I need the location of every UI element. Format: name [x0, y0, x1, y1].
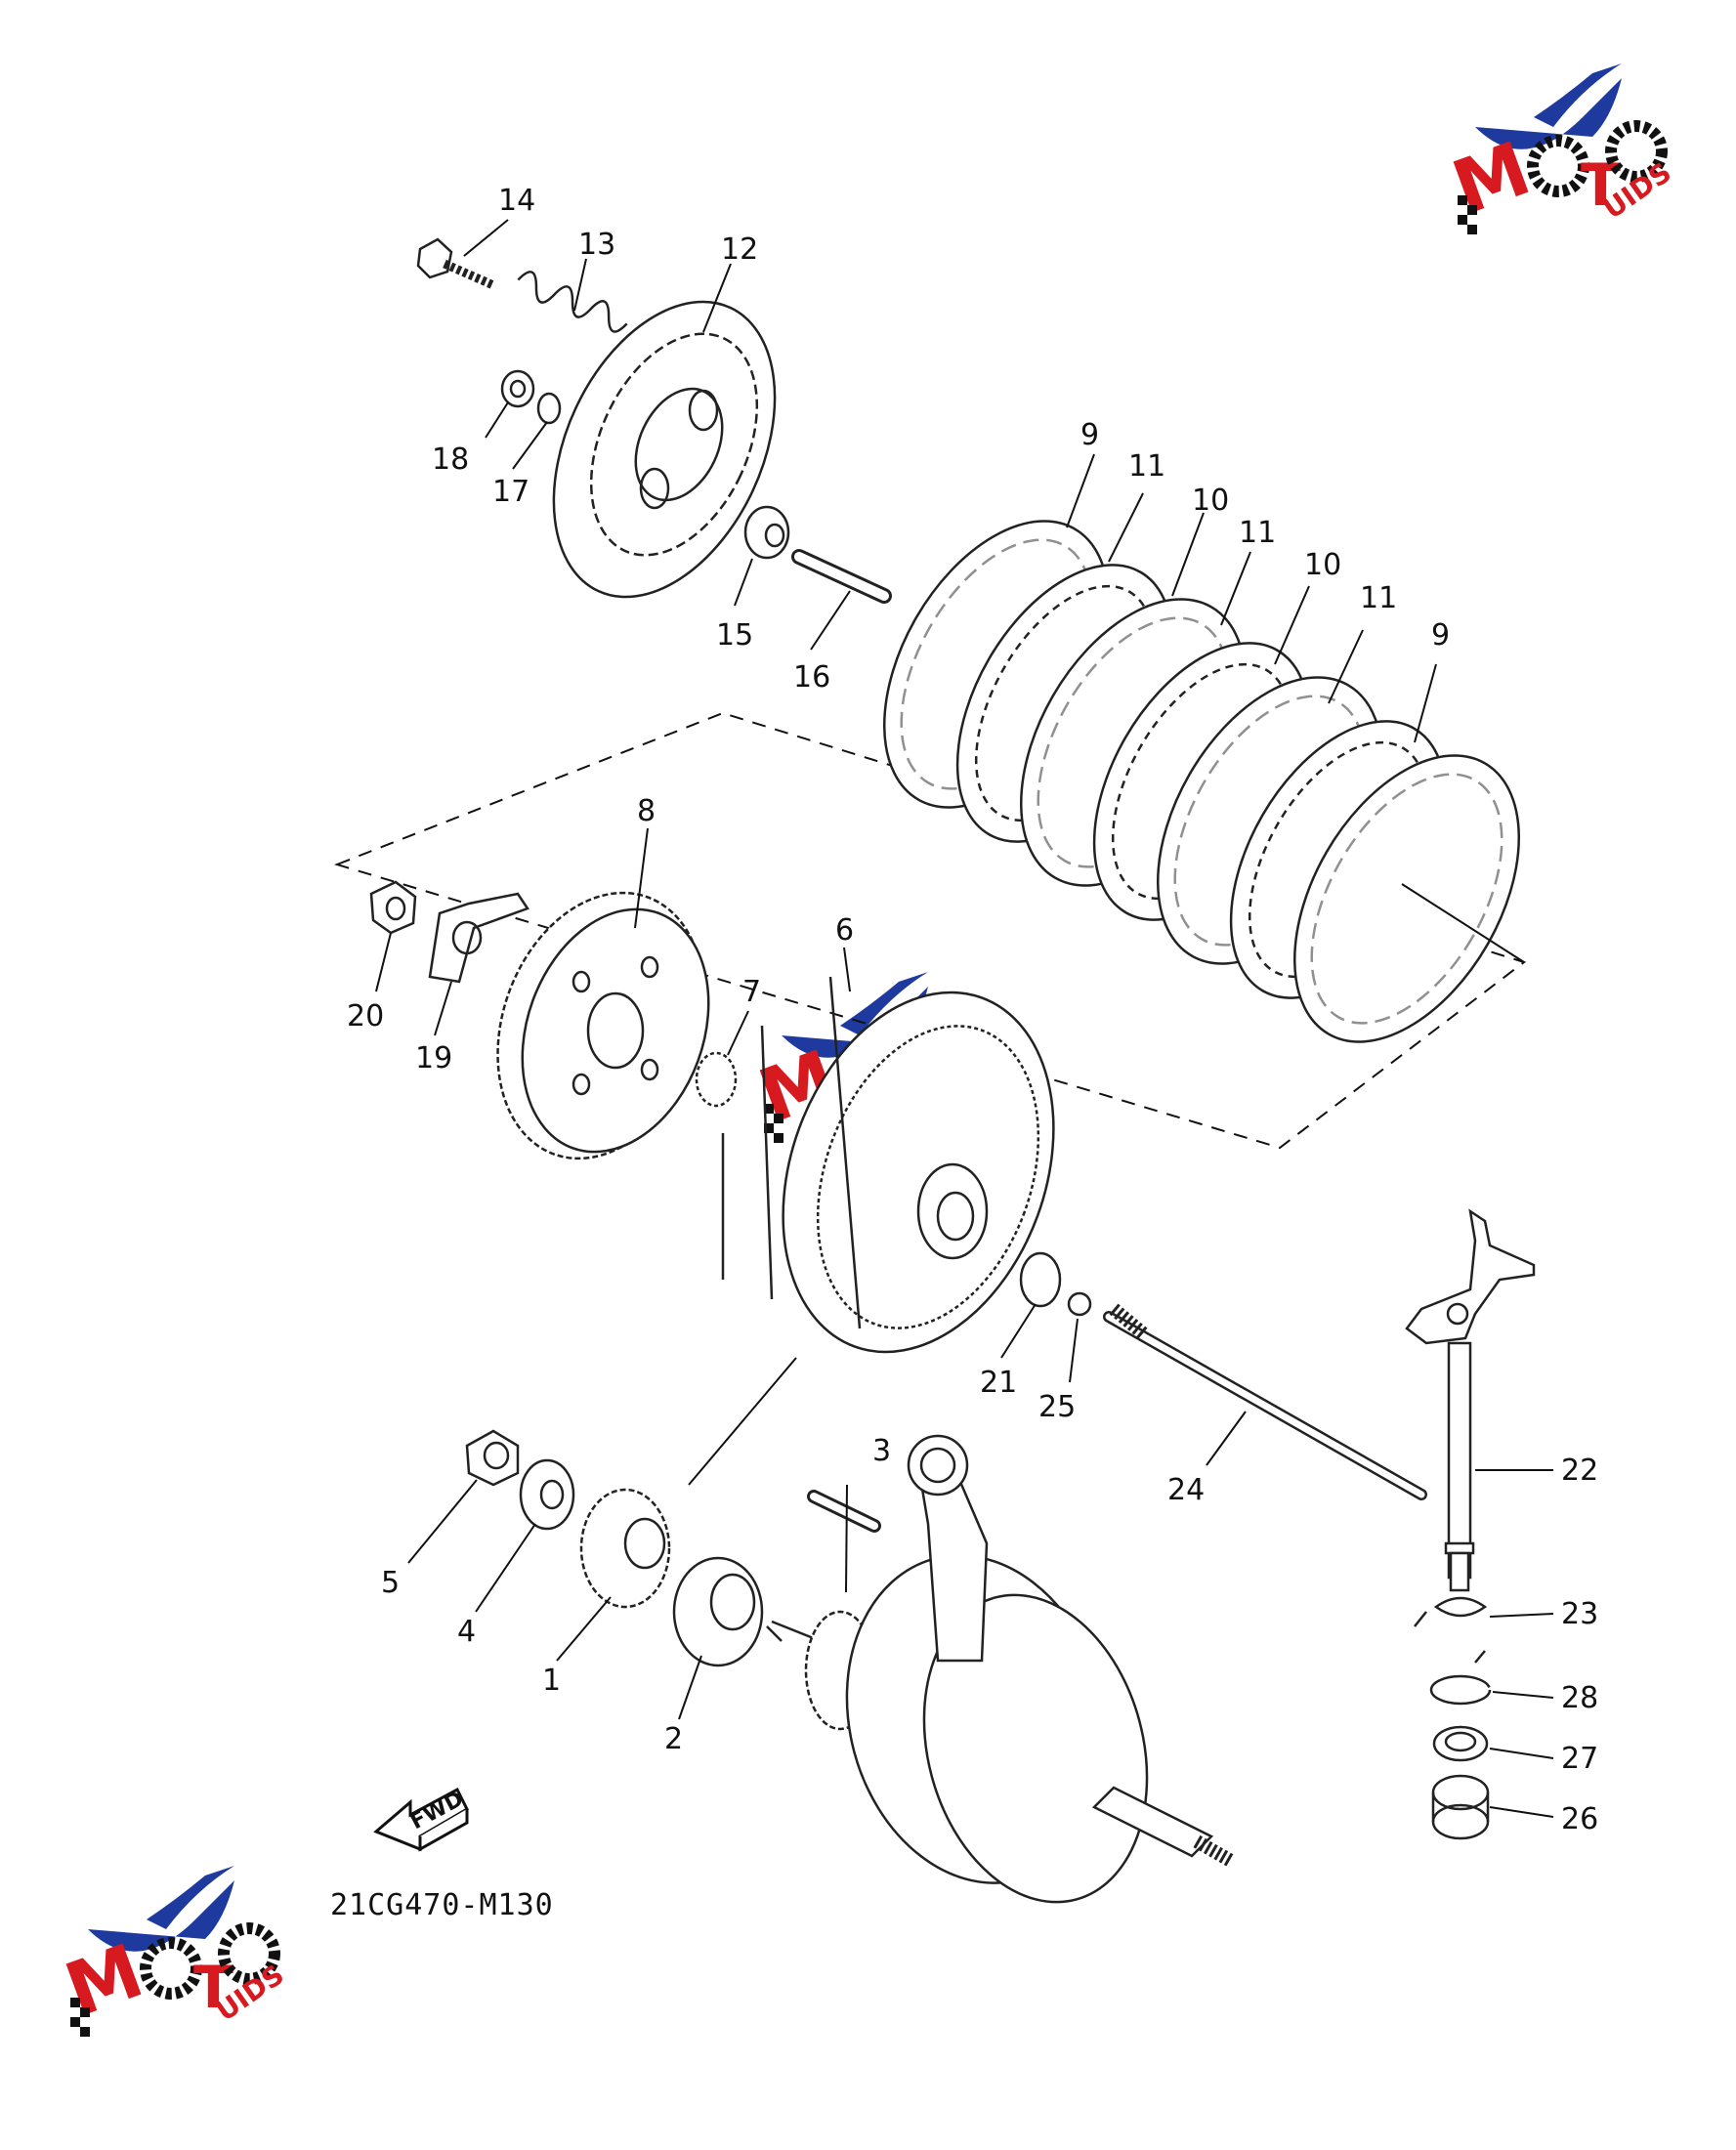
- label-1: 1: [542, 1664, 561, 1698]
- label-9-bottom: 9: [1431, 618, 1450, 653]
- clutch-plates: [882, 520, 1521, 1043]
- label-28: 28: [1561, 1681, 1598, 1715]
- nut-20: [369, 880, 417, 935]
- push-rod-16: [791, 549, 892, 604]
- bearing-26: [1431, 1774, 1490, 1840]
- push-lever-22: [1405, 1208, 1536, 1592]
- label-12: 12: [721, 232, 758, 267]
- pressure-plate-12: [552, 300, 777, 599]
- nut-5: [465, 1429, 520, 1487]
- label-13: 13: [578, 228, 615, 262]
- circlip-28: [1429, 1674, 1492, 1706]
- label-15: 15: [716, 618, 753, 653]
- diagram-code: 21CG470-M130: [330, 1888, 554, 1922]
- label-26: 26: [1561, 1802, 1598, 1836]
- ball-25: [1067, 1291, 1092, 1317]
- clutch-boss-8: [496, 891, 710, 1160]
- spring-13: [517, 271, 628, 333]
- bolt-14: [416, 237, 495, 290]
- label-7: 7: [742, 975, 761, 1009]
- label-11-second: 11: [1239, 516, 1276, 550]
- label-20: 20: [347, 999, 384, 1033]
- label-4: 4: [457, 1615, 476, 1649]
- label-24: 24: [1167, 1473, 1205, 1507]
- washer-4: [519, 1458, 575, 1531]
- washer-7: [695, 1051, 738, 1108]
- lock-washer-19: [428, 892, 529, 984]
- label-17: 17: [492, 475, 529, 509]
- nut-18: [500, 369, 535, 408]
- label-3: 3: [872, 1434, 891, 1468]
- label-9-top: 9: [1080, 418, 1099, 452]
- fwd-arrow-icon: FWD: [373, 1787, 469, 1852]
- label-10-second: 10: [1304, 548, 1341, 582]
- label-16: 16: [793, 660, 830, 695]
- label-25: 25: [1038, 1390, 1076, 1424]
- watermark-logo-top-right: UIDS: [1442, 63, 1677, 234]
- push-rod-24: [1103, 1303, 1427, 1500]
- primary-drive-gear-1: [579, 1488, 671, 1609]
- label-2: 2: [664, 1722, 683, 1756]
- part-labels: 14 13 12 18 17 15 16 9 11 10 11 10 11 9 …: [347, 184, 1598, 1836]
- washer-17: [536, 392, 562, 425]
- label-19: 19: [415, 1041, 452, 1075]
- label-11-third: 11: [1360, 581, 1397, 615]
- label-27: 27: [1561, 1742, 1598, 1776]
- label-10-first: 10: [1192, 484, 1229, 518]
- leader-lines: [375, 219, 1554, 1818]
- label-18: 18: [432, 443, 469, 477]
- label-21: 21: [980, 1366, 1017, 1400]
- label-5: 5: [381, 1566, 400, 1600]
- collar-2: [672, 1556, 764, 1667]
- key-3: [807, 1490, 881, 1533]
- label-22: 22: [1561, 1454, 1598, 1488]
- label-11-first: 11: [1128, 449, 1165, 484]
- label-6: 6: [835, 913, 854, 948]
- spring-23: [1414, 1596, 1488, 1664]
- bearing-15: [743, 505, 790, 560]
- label-14: 14: [498, 184, 535, 218]
- label-23: 23: [1561, 1597, 1598, 1631]
- crankshaft: [766, 1434, 1235, 1904]
- oil-seal-27: [1432, 1725, 1489, 1762]
- watermark-logo-bottom-left: UIDS: [55, 1866, 290, 2037]
- washer-21: [1019, 1251, 1062, 1308]
- clutch-housing-6: [721, 976, 1055, 1354]
- label-8: 8: [637, 794, 656, 828]
